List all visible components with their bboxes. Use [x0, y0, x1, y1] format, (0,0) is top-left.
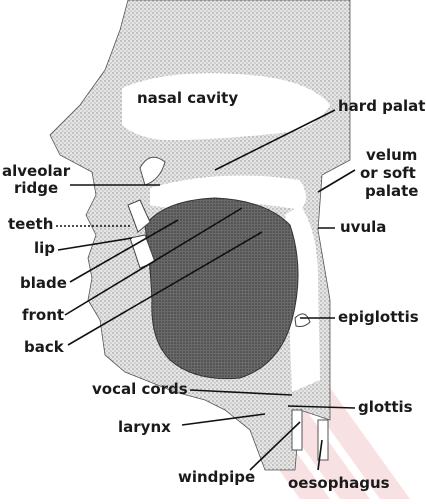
label-uvula: uvula: [340, 218, 386, 236]
label-front: front: [22, 306, 64, 324]
label-velum-palate: palate: [365, 182, 418, 200]
label-nasal-cavity: nasal cavity: [137, 89, 238, 107]
label-epiglottis: epiglottis: [338, 308, 419, 326]
windpipe-tube: [292, 410, 302, 450]
label-back: back: [24, 338, 65, 356]
label-windpipe: windpipe: [178, 468, 255, 486]
label-lip: lip: [34, 239, 55, 257]
label-hard-palate: hard palate: [338, 97, 426, 115]
label-alveolar-ridge: ridge: [14, 179, 58, 197]
label-larynx: larynx: [118, 418, 171, 436]
label-vocal-cords: vocal cords: [92, 380, 188, 398]
label-velum-or-soft: or soft: [360, 164, 416, 182]
label-blade: blade: [20, 274, 67, 292]
label-alveolar: alveolar: [2, 162, 71, 180]
label-teeth: teeth: [8, 215, 53, 233]
label-glottis: glottis: [358, 398, 413, 416]
label-oesophagus: oesophagus: [288, 474, 390, 492]
label-velum: velum: [366, 146, 417, 164]
